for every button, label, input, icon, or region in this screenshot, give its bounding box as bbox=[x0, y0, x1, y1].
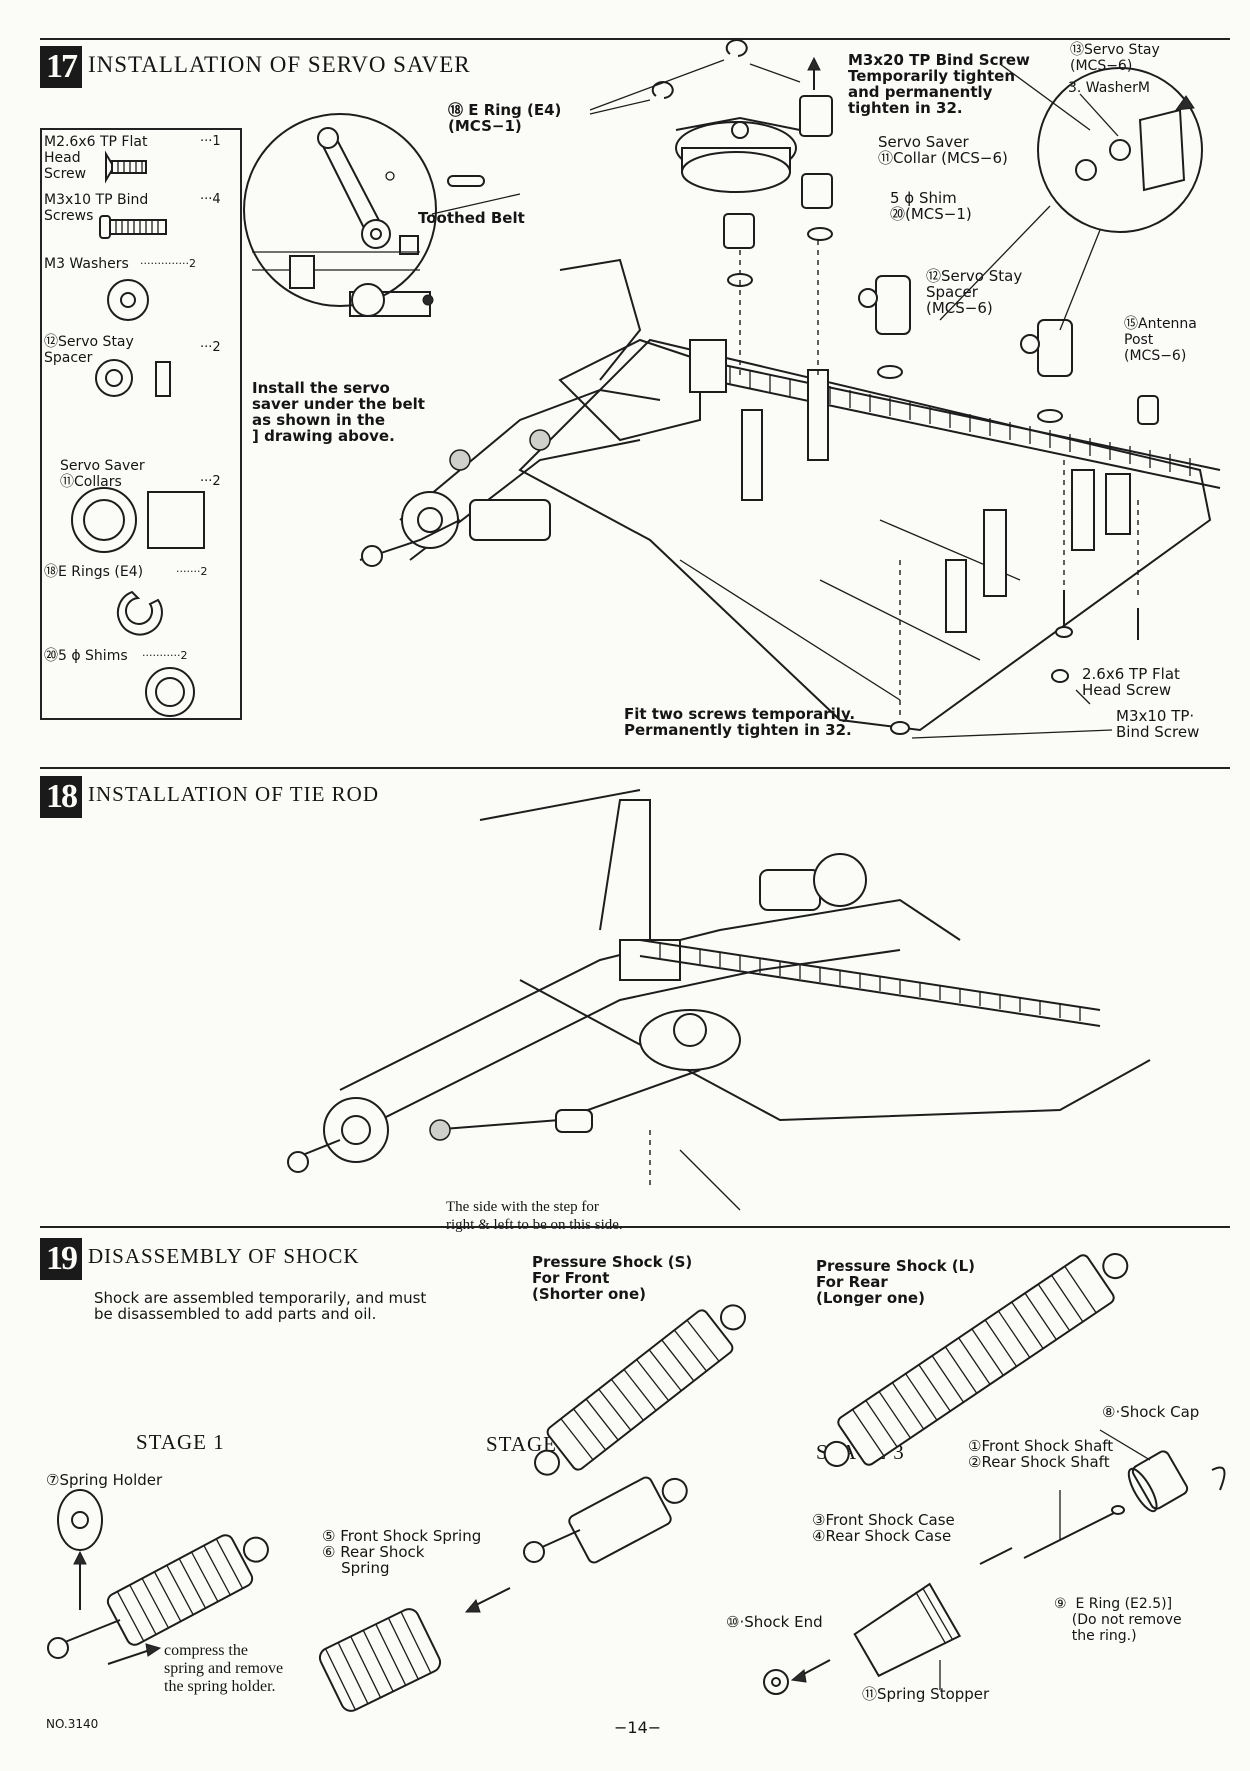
part-1-qty: ···1 bbox=[200, 134, 221, 149]
callout-shim: 5 ϕ Shim ⑳(MCS−1) bbox=[890, 189, 972, 223]
part-6-qty: ·······2 bbox=[176, 565, 208, 578]
pressure-shock-l bbox=[823, 1253, 1129, 1467]
pressure-shock-l-label: Pressure Shock (L) For Rear (Longer one) bbox=[816, 1257, 976, 1307]
part-7-qty: ···········2 bbox=[142, 649, 188, 662]
callout-m3x20-screw: M3x20 TP Bind Screw Temporarily tighten … bbox=[848, 51, 1030, 117]
stage-1-illustration bbox=[47, 1489, 269, 1665]
callout-washer: 3. WasherM bbox=[1068, 80, 1150, 96]
e-ring-label: ⑨ E Ring (E2.5)] (Do not remove the ring… bbox=[1054, 1596, 1182, 1644]
callout-flat-head-screw: 2.6x6 TP Flat Head Screw bbox=[1082, 665, 1180, 699]
callout-servo-saver-collar: Servo Saver ⑪Collar (MCS−6) bbox=[878, 133, 1008, 167]
pressure-shock-s bbox=[534, 1304, 746, 1476]
stage-3-illustration bbox=[763, 1429, 1226, 1695]
part-4-name: ⑫Servo Stay Spacer bbox=[44, 334, 134, 366]
shock-cap-label: ⑧·Shock Cap bbox=[1102, 1403, 1200, 1421]
parts-icons bbox=[71, 150, 205, 717]
step17-chassis bbox=[359, 39, 1221, 739]
belt-detail-magnifier bbox=[243, 113, 521, 317]
part-2-qty: ···4 bbox=[200, 192, 221, 207]
part-5-name: Servo Saver ⑪Collars bbox=[60, 458, 145, 490]
part-3-qty: ··············2 bbox=[140, 257, 196, 270]
page-number: −14− bbox=[614, 1718, 662, 1737]
stage-1-title: STAGE 1 bbox=[136, 1430, 225, 1454]
stage-2-illustration bbox=[318, 1476, 688, 1712]
top-rule bbox=[40, 38, 1230, 40]
spring-holder-label: ⑦Spring Holder bbox=[46, 1471, 163, 1489]
shock-spring-label: ⑤ Front Shock Spring ⑥ Rear Shock Spring bbox=[322, 1527, 482, 1577]
step18-tie-rod-assembly bbox=[287, 789, 1151, 1211]
pressure-shock-s-label: Pressure Shock (S) For Front (Shorter on… bbox=[532, 1253, 693, 1303]
install-note: Install the servo saver under the belt a… bbox=[252, 379, 425, 445]
part-3-name: M3 Washers bbox=[44, 256, 129, 272]
part-1-name: M2.6x6 TP Flat Head Screw bbox=[44, 134, 148, 182]
callout-bind-screw: M3x10 TP· Bind Screw bbox=[1116, 707, 1200, 741]
shock-case-label: ③Front Shock Case ④Rear Shock Case bbox=[812, 1511, 955, 1545]
callout-e-ring: ⑱ E Ring (E4) (MCS−1) bbox=[448, 101, 562, 135]
tie-rod-note: The side with the step for right & left … bbox=[446, 1199, 623, 1233]
step-17-title: INSTALLATION OF SERVO SAVER bbox=[88, 52, 471, 77]
part-2-name: M3x10 TP Bind Screws bbox=[44, 192, 149, 224]
shock-intro: Shock are assembled temporarily, and mus… bbox=[94, 1289, 427, 1323]
compress-spring-note: compress the spring and remove the sprin… bbox=[164, 1642, 284, 1695]
step-18-number: 18 bbox=[40, 776, 82, 818]
step-19-number: 19 bbox=[40, 1238, 82, 1280]
callout-servo-stay: ⑬Servo Stay (MCS−6) bbox=[1070, 42, 1160, 74]
part-6-name: ⑱E Rings (E4) bbox=[44, 564, 144, 580]
part-4-qty: ···2 bbox=[200, 340, 221, 355]
model-number: NO.3140 bbox=[46, 1717, 99, 1731]
callout-antenna-post: ⑮Antenna Post (MCS−6) bbox=[1124, 316, 1197, 364]
step-19-title: DISASSEMBLY OF SHOCK bbox=[88, 1244, 360, 1268]
shock-shaft-label: ①Front Shock Shaft ②Rear Shock Shaft bbox=[968, 1437, 1114, 1471]
parts-list-box bbox=[40, 128, 242, 720]
callout-servo-stay-spacer: ⑫Servo Stay Spacer (MCS−6) bbox=[926, 267, 1023, 317]
step-18-title: INSTALLATION OF TIE ROD bbox=[88, 782, 379, 806]
shock-end-label: ⑩·Shock End bbox=[726, 1613, 823, 1631]
part-5-qty: ···2 bbox=[200, 474, 221, 489]
part-7-name: ⑳5 ϕ Shims bbox=[44, 648, 128, 664]
step-19-rule bbox=[40, 1226, 1230, 1228]
step-18-rule bbox=[40, 767, 1230, 769]
spring-stopper-label: ⑪Spring Stopper bbox=[862, 1685, 990, 1703]
step-17-number: 17 bbox=[40, 46, 82, 88]
fit-screws-note: Fit two screws temporarily. Permanently … bbox=[624, 705, 856, 739]
